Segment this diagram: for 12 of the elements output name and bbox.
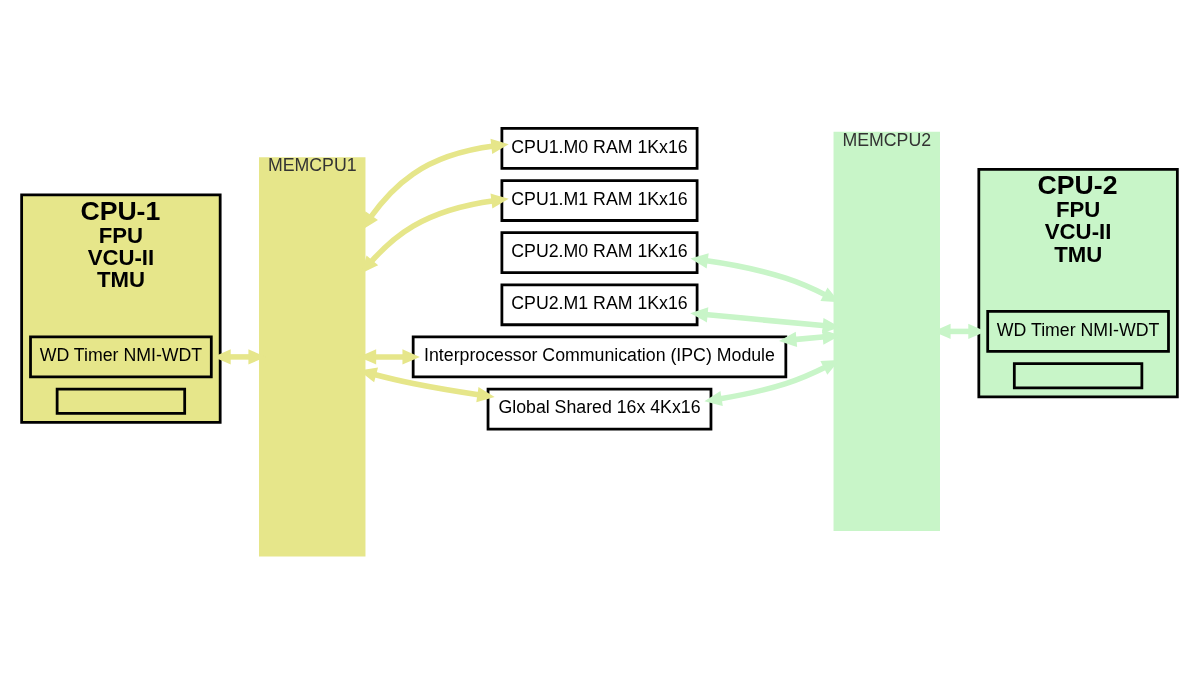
node-box: WD Timer NMI-WDT [986,309,1170,353]
node-box: CPU1.M1 RAM 1Kx16 [500,178,699,222]
node-box [1012,361,1144,389]
node-box: Interprocessor Communication (IPC) Module [411,335,788,378]
node-box: CPU2.M0 RAM 1Kx16 [500,230,699,274]
node-box: MEMCPU2 [833,131,940,531]
node-box: MEMCPU1 [259,156,366,557]
node-box: CPU1.M0 RAM 1Kx16 [500,126,699,170]
node-box: CPU2.M1 RAM 1Kx16 [500,282,699,326]
node-box [55,387,187,415]
node-box: WD Timer NMI-WDT [29,335,213,378]
node-box: Global Shared 16x 4Kx16 [486,387,713,430]
